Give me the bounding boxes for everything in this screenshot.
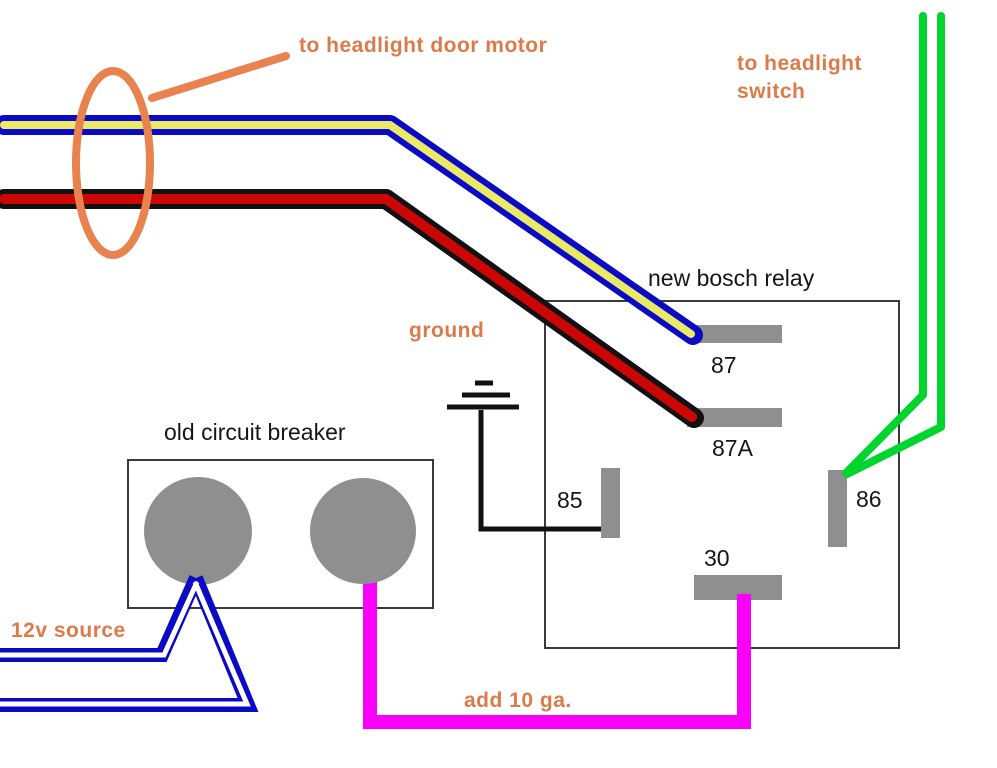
label-pin-86: 86 — [856, 486, 882, 512]
label-door-motor: to headlight door motor — [299, 34, 548, 57]
label-relay-title: new bosch relay — [648, 265, 815, 291]
headlight-switch-green-wires — [842, 12, 945, 478]
pin-86-pad — [828, 470, 847, 547]
relay-pins — [601, 325, 847, 600]
label-add-10-ga: add 10 ga. — [464, 689, 572, 712]
red-black-core — [0, 194, 697, 422]
label-headlight-switch: to headlight switch — [737, 52, 862, 103]
door-motor-blue-yellow-wire — [0, 115, 703, 345]
door-motor-callout — [72, 52, 290, 259]
ground-wire — [478, 410, 601, 532]
pin-87-pad — [687, 325, 782, 343]
ground-symbol — [447, 380, 601, 532]
source-wire-lower-core — [0, 581, 251, 707]
label-pin-87a: 87A — [712, 435, 753, 461]
breaker-right-terminal — [310, 478, 416, 584]
door-motor-red-black-wire — [0, 189, 704, 428]
pin-87a-pad — [687, 408, 782, 427]
magenta-wire — [363, 580, 751, 729]
label-breaker-title: old circuit breaker — [164, 419, 346, 445]
label-12v-source: 12v source — [11, 619, 126, 642]
label-pin-87: 87 — [711, 352, 737, 378]
callout-pointer-line — [148, 52, 290, 102]
blue-yellow-core — [0, 121, 695, 338]
green-wire-2 — [843, 12, 945, 478]
breaker-left-terminal — [144, 477, 252, 585]
green-wire-1 — [842, 12, 927, 477]
callout-ellipse — [72, 67, 154, 259]
pin-85-pad — [601, 468, 620, 538]
source-wire-upper-core — [0, 580, 200, 658]
label-ground: ground — [409, 319, 485, 342]
label-pin-30: 30 — [704, 545, 730, 571]
source-blue-wire — [0, 575, 259, 712]
label-pin-85: 85 — [557, 487, 583, 513]
